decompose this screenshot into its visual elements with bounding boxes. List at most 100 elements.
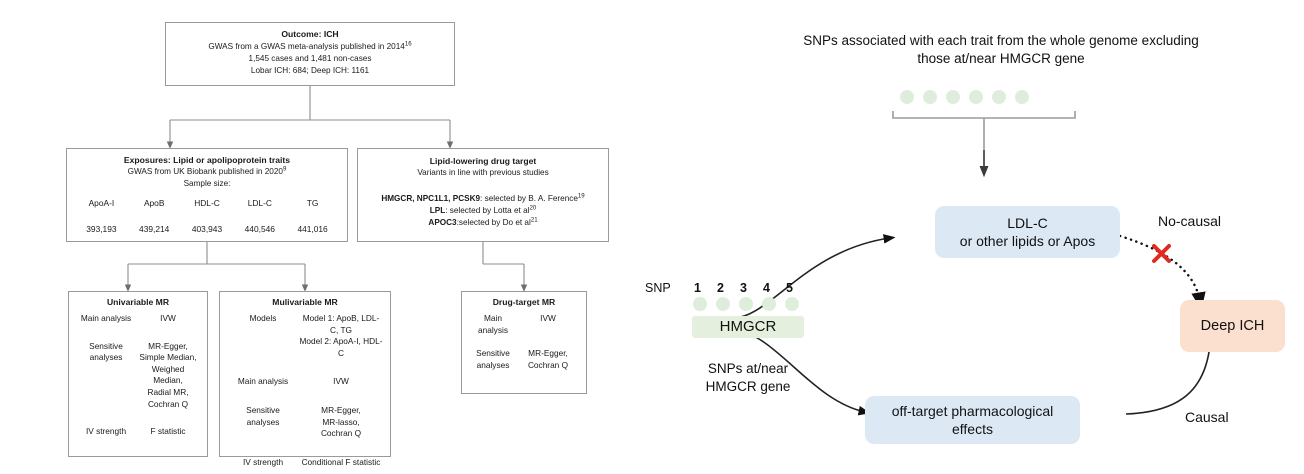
exposures-sample-label: Sample size: [183,179,231,189]
hmgcr-snp-dot [762,297,776,311]
mr-method-value: MR-Egger,Simple Median,Weighed Median,Ra… [139,340,197,409]
exposure-sample-size: 439,214 [139,224,170,235]
no-causal-cross-icon [1152,244,1171,263]
snp-number-label: 3 [740,281,747,295]
drug-target-gene: LPL [429,206,446,216]
drug-target-ref: 19 [577,192,585,200]
exposures-subtitle-ref: 9 [282,165,287,173]
snp-number-label: 1 [694,281,701,295]
genome-snp-dot [900,90,914,104]
mr-method-value: F statistic [150,426,186,437]
mr-method-value: IVW [333,376,349,387]
drug-target-row: HMGCR, NPC1L1, PCSK9: selected by B. A. … [381,192,585,204]
mr-method-label: Main analysis [237,376,289,387]
outcome-line3: Lobar ICH: 684; Deep ICH: 1161 [250,66,370,76]
mr-method-label: IV strength [242,456,284,467]
genome-snp-dot [946,90,960,104]
drug-target-title: Lipid-lowering drug target [429,156,537,166]
drug-target-row: LPL: selected by Lotta et al20 [429,204,537,216]
drug-target-rows: HMGCR, NPC1L1, PCSK9: selected by B. A. … [358,193,608,229]
exposure-sample-size: 441,016 [297,224,328,235]
deep-ich-label: Deep ICH [1200,318,1265,334]
outcome-line1: GWAS from a GWAS meta-analysis published… [166,41,454,53]
outcome-line2: 1,545 cases and 1,481 non-cases [248,54,372,64]
mr-method-value: MR-Egger,MR-lasso,Cochran Q [320,404,362,439]
mr-method-row: IV strength Conditional F statistic [220,457,390,469]
genome-snp-dot [992,90,1006,104]
hmgcr-snp-dot [693,297,707,311]
genome-caption: SNPs associated with each trait from the… [803,33,1199,66]
drug-target-box: Lipid-lowering drug target Variants in l… [357,148,609,242]
drug-target-row: APOC3:selected by Do et al21 [428,216,538,228]
exposure-sample-size: 403,943 [191,224,223,235]
hmgcr-snp-dot [739,297,753,311]
exposure-trait: ApoB [143,198,165,209]
multivariable-mr-title: Mulivariable MR [272,297,338,307]
genome-snp-dots [900,90,1040,108]
drug-target-mr-title: Drug-target MR [492,297,556,307]
hmgcr-snp-dots [692,297,804,313]
exposures-subtitle: GWAS from UK Biobank published in 20209 [67,166,347,178]
snp-number-label: 4 [763,281,770,295]
exposure-trait: LDL-C [247,198,272,209]
mr-method-label: Models [249,313,277,323]
hmgcr-snp-dot [716,297,730,311]
exposures-subtitle-text: GWAS from UK Biobank published in 2020 [127,167,283,177]
mr-method-value: MR-Egger,Cochran Q [527,348,569,370]
snp-number-labels: 1 2 3 4 5 [690,281,810,297]
drug-target-ref: 20 [529,204,537,212]
snp-number-label: 5 [786,281,793,295]
hmgcr-gene-bar: HMGCR [692,316,804,338]
snp-word-label: SNP [645,281,671,295]
mr-method-row: Main analysis IVW [69,313,207,325]
exposures-samplesize-row: 393,193 439,214 403,943 440,546 441,016 [67,223,347,235]
outcome-box: Outcome: ICH GWAS from a GWAS meta-analy… [165,22,455,86]
drug-target-subtitle: Variants in line with previous studies [417,168,549,178]
exposures-title: Exposures: Lipid or apolipoprotein trait… [123,155,291,165]
flowchart-connectors [124,86,528,292]
drug-target-ref: 21 [530,216,538,224]
univariable-mr-box: Univariable MR Main analysis IVW Sensitive… [68,291,208,457]
univariable-mr-title: Univariable MR [106,297,170,307]
multivariable-mr-box: Mulivariable MR Models Model 1: ApoB, LDL… [219,291,391,467]
drug-target-gene: HMGCR, NPC1L1, PCSK9 [381,194,481,204]
no-causal-label: No-causal [1158,213,1222,229]
mr-method-value: IVW [160,313,176,323]
hmgcr-snp-dot [785,297,799,311]
mr-method-value: IVW [540,313,556,323]
mr-method-label: Main analysis [80,313,132,323]
exposure-sample-size: 393,193 [86,224,117,235]
outcome-title: Outcome: ICH [281,29,339,39]
deep-ich-box: Deep ICH [1180,300,1285,352]
drug-target-gene: APOC3 [428,218,457,228]
causal-label: Causal [1185,409,1229,425]
exposures-box: Exposures: Lipid or apolipoprotein trait… [66,148,348,242]
genome-snp-dot [923,90,937,104]
snp-number-label: 2 [717,281,724,295]
outcome-line1-ref: 16 [404,40,412,48]
mr-method-value: Conditional F statistic [301,456,381,467]
exposure-trait: HDL-C [194,198,220,209]
exposure-sample-size: 440,546 [244,224,275,235]
